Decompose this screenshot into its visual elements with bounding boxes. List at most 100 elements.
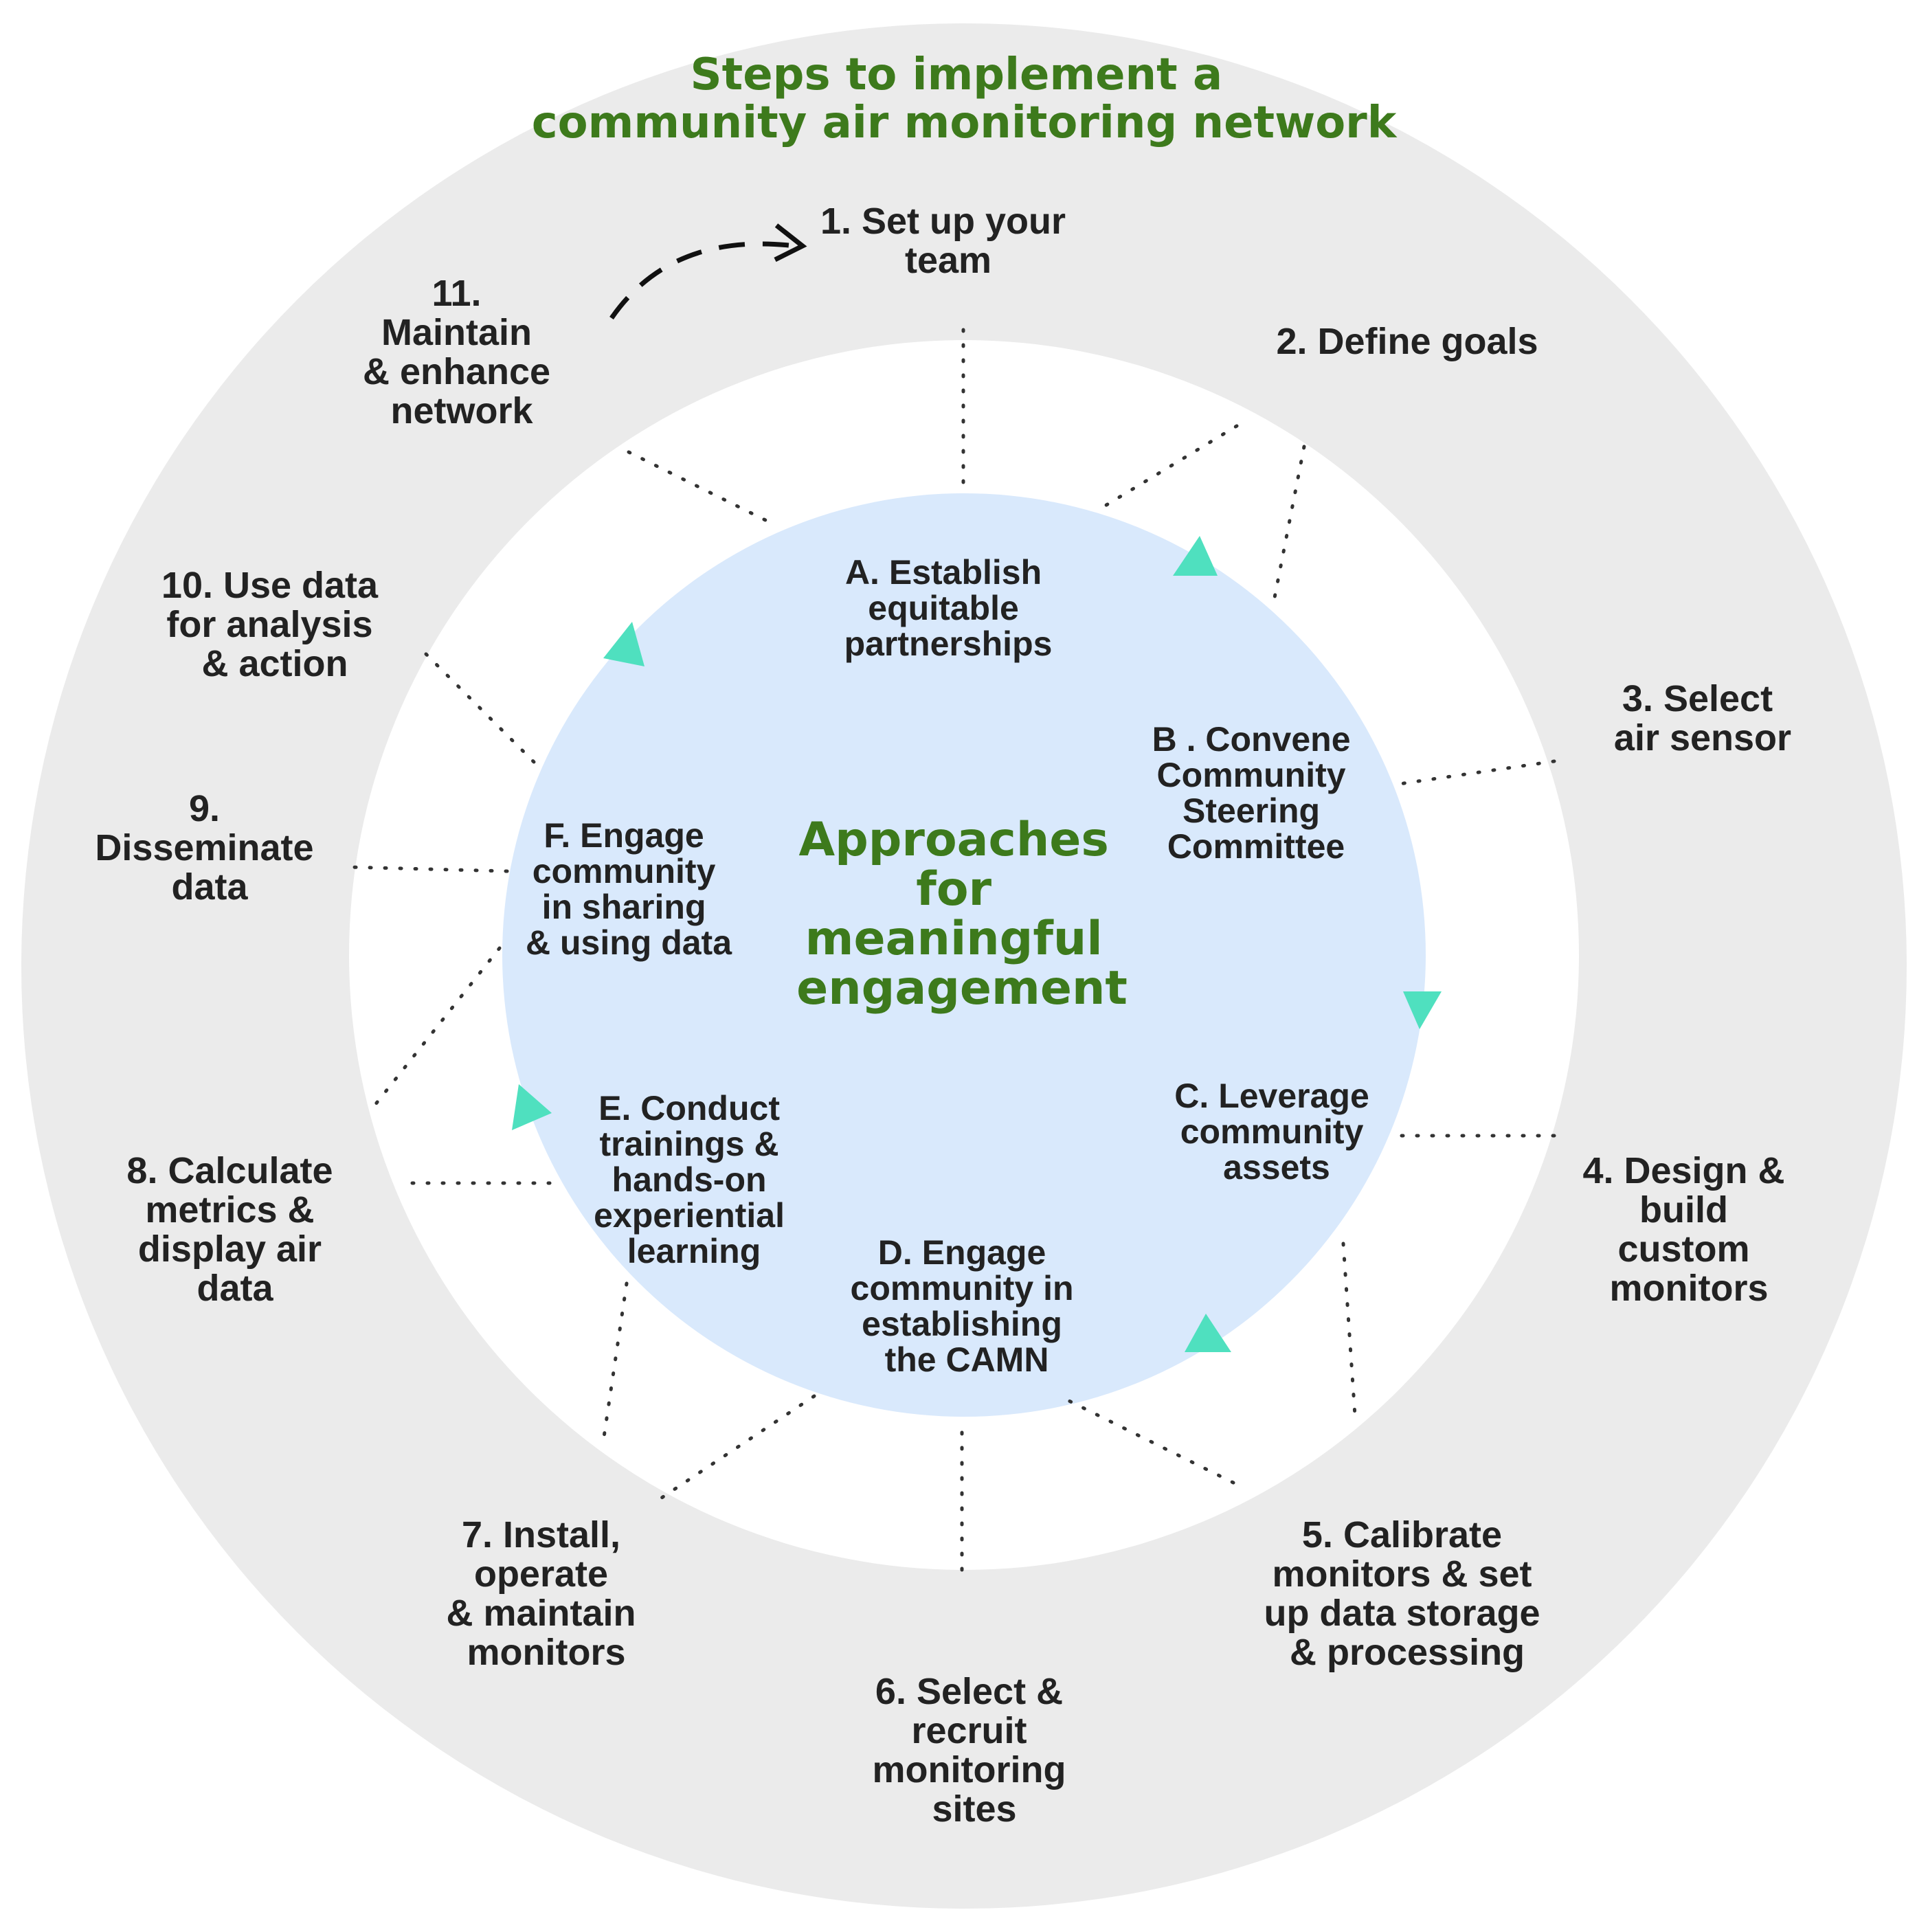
center-label-line: meaningful — [805, 912, 1103, 966]
center-label-line: Approaches — [798, 813, 1108, 867]
core-circle — [502, 493, 1426, 1417]
connector-step-7a — [658, 1394, 816, 1501]
approach-a-line: equitable — [868, 589, 1018, 627]
cycle-arrow-head — [774, 223, 807, 262]
approach-d-line: D. Engage — [878, 1233, 1046, 1272]
connector-step-8b — [368, 946, 502, 1114]
step-labels: 1. Set up your team 2. Define goals 3. S… — [95, 201, 1795, 1830]
step-11-label: 11. Maintain & enhance network — [363, 273, 561, 431]
step-4-label: 4. Design & build custom monitors — [1582, 1150, 1795, 1309]
step-9-label: 9. Disseminate data — [95, 788, 324, 908]
approach-e-label: E. Conduct trainings & hands-on experien… — [594, 1089, 794, 1270]
approach-b-line: B . Convene — [1152, 720, 1351, 759]
approach-a-line: A. Establish — [845, 553, 1042, 592]
step-11-line: & enhance — [363, 351, 550, 392]
approach-d-line: community in — [851, 1269, 1074, 1307]
arrowhead-b-to-c — [1403, 991, 1442, 1029]
approach-c-line: community — [1180, 1112, 1364, 1151]
connector-step-5 — [1062, 1396, 1235, 1485]
approach-a-line: partnerships — [844, 625, 1053, 663]
connector-step-4b — [1341, 1242, 1357, 1417]
step-6-line: 6. Select & — [875, 1671, 1063, 1712]
approach-d-line: establishing — [862, 1305, 1062, 1343]
step-8-line: 8. Calculate — [126, 1150, 333, 1191]
connector-step-11 — [627, 450, 778, 528]
approach-f-label: F. Engage community in sharing & using d… — [526, 816, 732, 962]
step-7-line: & maintain — [446, 1593, 636, 1634]
step-2-label: 2. Define goals — [1276, 321, 1538, 362]
step-5-line: 5. Calibrate — [1302, 1514, 1502, 1555]
step-8-line: display air — [138, 1228, 322, 1270]
approach-b-label: B . Convene Community Steering Committee — [1152, 720, 1360, 866]
cycle-arrow — [609, 223, 807, 319]
step-7-line: operate — [474, 1553, 608, 1595]
approach-e-line: learning — [627, 1232, 761, 1270]
step-8-line: metrics & — [145, 1189, 314, 1231]
diagram-title-line: community air monitoring network — [532, 98, 1398, 148]
step-1-line: 1. Set up your — [820, 201, 1066, 242]
approach-e-line: trainings & — [599, 1125, 778, 1163]
step-11-line: Maintain — [381, 312, 532, 353]
step-3-line: air sensor — [1614, 717, 1791, 759]
approach-e-line: E. Conduct — [598, 1089, 780, 1127]
approach-b-line: Community — [1157, 756, 1346, 794]
step-5-label: 5. Calibrate monitors & set up data stor… — [1264, 1514, 1550, 1673]
center-label-line: for — [916, 862, 991, 917]
step-9-line: 9. — [189, 788, 220, 829]
approach-f-line: & using data — [526, 923, 732, 962]
step-4-line: build — [1639, 1189, 1728, 1231]
step-11-line: 11. — [431, 273, 481, 314]
approach-f-line: community — [533, 852, 716, 890]
approach-d-label: D. Engage community in establishing the … — [851, 1233, 1084, 1379]
arrowhead-a-to-b — [1173, 536, 1218, 576]
step-3-label: 3. Select air sensor — [1614, 678, 1791, 759]
center-label: Approaches for meaningful engagement — [796, 813, 1128, 1015]
step-7-label: 7. Install, operate & maintain monitors — [446, 1514, 646, 1673]
approach-b-line: Steering — [1182, 791, 1320, 830]
step-5-line: & processing — [1290, 1632, 1525, 1673]
step-6-line: sites — [932, 1788, 1016, 1830]
step-10-label: 10. Use data for analysis & action — [161, 565, 388, 684]
step-5-line: monitors & set — [1272, 1553, 1532, 1595]
arrowhead-e-to-f — [603, 622, 644, 666]
step-7-line: monitors — [467, 1632, 625, 1673]
approach-c-label: C. Leverage community assets — [1174, 1077, 1378, 1187]
approach-e-line: experiential — [594, 1196, 785, 1235]
approach-e-line: hands-on — [612, 1160, 767, 1199]
step-10-line: 10. Use data — [161, 565, 379, 606]
approach-c-line: assets — [1223, 1148, 1330, 1187]
diagram-title: Steps to implement a community air monit… — [532, 49, 1398, 148]
step-8-line: data — [197, 1268, 273, 1309]
approach-c-line: C. Leverage — [1174, 1077, 1369, 1115]
approach-f-line: in sharing — [542, 888, 706, 926]
step-4-line: monitors — [1609, 1268, 1768, 1309]
step-6-line: monitoring — [873, 1749, 1066, 1790]
step-11-line: network — [390, 390, 533, 431]
step-4-line: 4. Design & — [1582, 1150, 1784, 1191]
step-9-line: Disseminate — [95, 827, 313, 868]
arrowhead-c-to-d — [1185, 1314, 1231, 1352]
diagram-title-line: Steps to implement a — [691, 49, 1223, 100]
step-3-line: 3. Select — [1622, 678, 1773, 719]
approach-labels: A. Establish equitable partnerships B . … — [526, 553, 1378, 1379]
step-7-line: 7. Install, — [462, 1514, 620, 1555]
step-5-line: up data storage — [1264, 1593, 1540, 1634]
cycle-arrowheads — [512, 536, 1442, 1352]
approach-b-line: Committee — [1167, 827, 1345, 866]
step-1-label: 1. Set up your team — [820, 201, 1076, 281]
cycle-arrow-curve — [609, 241, 789, 319]
step-2-line: 2. Define goals — [1276, 321, 1538, 362]
approach-f-line: F. Engage — [543, 816, 704, 855]
approach-d-line: the CAMN — [885, 1340, 1049, 1379]
step-8-label: 8. Calculate metrics & display air data — [126, 1150, 343, 1309]
step-10-line: for analysis — [166, 604, 372, 645]
connector-step-10 — [424, 652, 543, 772]
connector-lines — [347, 328, 1556, 1572]
step-1-line: team — [905, 240, 991, 281]
approach-a-label: A. Establish equitable partnerships — [844, 553, 1053, 663]
center-label-line: engagement — [796, 961, 1128, 1015]
step-4-line: custom — [1617, 1228, 1749, 1270]
step-10-line: & action — [201, 643, 348, 684]
step-6-label: 6. Select & recruit monitoring sites — [873, 1671, 1077, 1830]
